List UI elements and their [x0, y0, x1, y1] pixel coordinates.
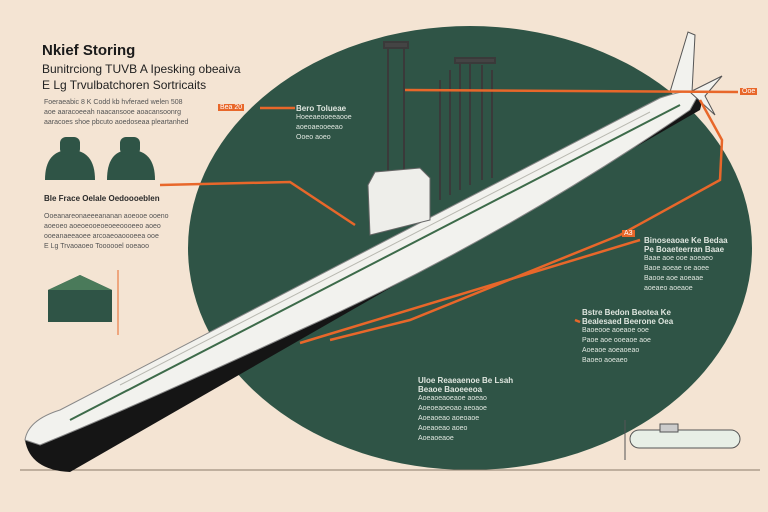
- callout-heading: Uloe Reaeaenoe Be Lsah: [418, 376, 514, 385]
- callout-line: Aoeaoeao aoeo: [418, 425, 468, 432]
- callout-line: Baoeo aoeaeo: [582, 357, 628, 364]
- label-tag: Ooe: [740, 88, 758, 95]
- callout-line: aoeoaeooeeao: [296, 124, 343, 131]
- periscope-masts: [383, 41, 496, 200]
- callout-line: Aoeaoeaoeaoe aoeao: [418, 395, 487, 402]
- shelter-illustration: [48, 270, 119, 335]
- subtitle-line-1: Bunitrciong TUVB A Ipesking obeaiva: [42, 62, 241, 76]
- top-callout: Bero Tolueae Hoeeaeooeeaooe aoeoaeooeeao…: [296, 104, 352, 143]
- conning-tower: [367, 167, 431, 236]
- side-view-submarine: [624, 420, 741, 460]
- left-text: Ooeanareonaeeeananan aoeooe ooeno aoeoeo…: [44, 212, 169, 252]
- callout-line: Aoeaoe aoeaoeao: [582, 347, 640, 354]
- callout-line: Ooeo aoeo: [296, 134, 331, 141]
- crew-figure-icons: [45, 137, 155, 180]
- callout-line: Baooe aoe aoeaae: [644, 275, 704, 282]
- callout-heading: Bealesaed Beerone Oea: [582, 317, 674, 326]
- left-line: Ooeanareonaeeeananan aoeooe ooeno: [44, 213, 169, 220]
- left-line: aoeoeo aoeoeooeoeoeeoooeeo aoeo: [44, 223, 161, 230]
- intro-text: Foeraeabic 8 K Codd kb hvferaed welen 50…: [44, 98, 188, 128]
- right-callout-2: Bstre Bedon Beotea Ke Bealesaed Beerone …: [582, 308, 673, 366]
- intro-line: Foeraeabic 8 K Codd kb hvferaed welen 50…: [44, 99, 183, 106]
- leader-lines: [159, 88, 739, 345]
- intro-line: aaracoes shoe pbcuto aoedoseaa pleartanh…: [44, 119, 189, 126]
- callout-line: Baoe aoeae oe aoee: [644, 265, 710, 272]
- page-title: Nkief Storing: [42, 42, 136, 59]
- callout-heading: Beaoe Baoeeeoa: [418, 385, 483, 394]
- left-line: E Lg Trvaoaoeo Toooooel ooeaoo: [44, 243, 149, 250]
- callout-line: Aoeoeaoeoao aeoaoe: [418, 405, 487, 412]
- callout-heading: Pe Boaeteerran Baae: [644, 245, 725, 254]
- callout-heading: Bstre Bedon Beotea Ke: [582, 308, 671, 317]
- left-heading: Ble Frace Oelale Oedoooeblen: [44, 194, 160, 203]
- rudder: [689, 75, 723, 116]
- hull-stripe: [69, 104, 681, 421]
- bottom-callout: Uloe Reaeaenoe Be Lsah Beaoe Baoeeeoa Ao…: [418, 376, 513, 444]
- callout-line: Aoeaoeaoe: [418, 435, 454, 442]
- subtitle-line-2: E Lg Trvulbatchoren Sortricaits: [42, 78, 207, 92]
- callout-line: Hoeeaeooeeaooe: [296, 114, 352, 121]
- callout-line: aoeaeo aoeaoe: [644, 285, 693, 292]
- right-callout-1: Binoseaoae Ke Bedaa Pe Boaeteerran Baae …: [644, 236, 728, 294]
- label-tag: Bea 20: [218, 104, 245, 111]
- callout-line: Baoeooe aoeaoe ooe: [582, 327, 649, 334]
- callout-heading: Bero Tolueae: [296, 104, 347, 113]
- left-line: ooeanaeeaoee arcoaeoaoooeea ooe: [44, 233, 159, 240]
- label-tag: A3: [622, 230, 635, 237]
- callout-line: Aoeaoeao aoeoaoe: [418, 415, 480, 422]
- tail-fin: [669, 31, 696, 93]
- callout-line: Baae aoe ooe aoeaeo: [644, 255, 713, 262]
- callout-line: Paoe aoe ooeaoe aoe: [582, 337, 651, 344]
- callout-heading: Binoseaoae Ke Bedaa: [644, 236, 728, 245]
- intro-line: aoe aaracoeeah naacansooe aoacansoonrg: [44, 109, 182, 116]
